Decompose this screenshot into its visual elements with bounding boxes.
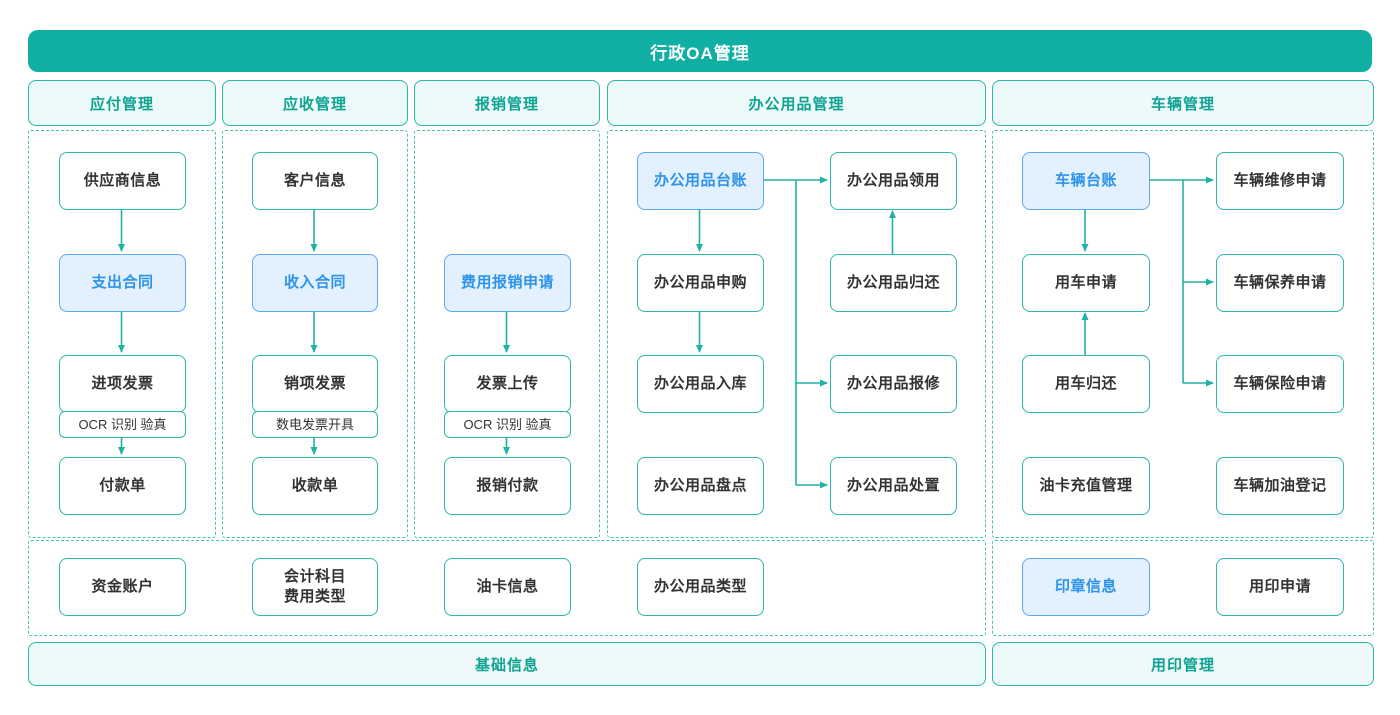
header-vehicle: 车辆管理 [992, 80, 1374, 126]
header-payable: 应付管理 [28, 80, 216, 126]
node-vehicle-maintenance-apply: 车辆维修申请 [1216, 152, 1344, 210]
diagram-title: 行政OA管理 [28, 30, 1372, 72]
banner-seal-management: 用印管理 [992, 642, 1374, 686]
node-fuel-card-info: 油卡信息 [444, 558, 571, 616]
node-supply-ledger: 办公用品台账 [637, 152, 764, 210]
node-vehicle-use-return: 用车归还 [1022, 355, 1150, 413]
node-fuel-card-recharge: 油卡充值管理 [1022, 457, 1150, 515]
node-fund-account: 资金账户 [59, 558, 186, 616]
node-input-invoice: 进项发票 [59, 355, 186, 413]
node-vehicle-use-apply: 用车申请 [1022, 254, 1150, 312]
container-reimbursement [414, 130, 600, 538]
header-receivable: 应收管理 [222, 80, 408, 126]
node-supply-inbound: 办公用品入库 [637, 355, 764, 413]
node-input-invoice-ocr: OCR 识别 验真 [59, 411, 186, 438]
container-vehicle [992, 130, 1374, 538]
node-payment-order: 付款单 [59, 457, 186, 515]
node-seal-apply: 用印申请 [1216, 558, 1344, 616]
node-expense-contract: 支出合同 [59, 254, 186, 312]
node-vehicle-refuel-register: 车辆加油登记 [1216, 457, 1344, 515]
node-vehicle-ledger: 车辆台账 [1022, 152, 1150, 210]
node-customer-info: 客户信息 [252, 152, 378, 210]
container-payable [28, 130, 216, 538]
node-income-contract: 收入合同 [252, 254, 378, 312]
node-supply-return: 办公用品归还 [830, 254, 957, 312]
node-digital-invoice-issue: 数电发票开具 [252, 411, 378, 438]
header-reimbursement: 报销管理 [414, 80, 600, 126]
node-expense-claim-apply: 费用报销申请 [444, 254, 571, 312]
header-office-supplies: 办公用品管理 [607, 80, 986, 126]
node-supply-repair: 办公用品报修 [830, 355, 957, 413]
node-supply-disposal: 办公用品处置 [830, 457, 957, 515]
node-vehicle-upkeep-apply: 车辆保养申请 [1216, 254, 1344, 312]
container-seal [992, 540, 1374, 636]
container-receivable [222, 130, 408, 538]
node-invoice-upload: 发票上传 [444, 355, 571, 413]
container-office-supplies [607, 130, 986, 538]
node-supplier-info: 供应商信息 [59, 152, 186, 210]
node-supply-stocktake: 办公用品盘点 [637, 457, 764, 515]
node-office-supply-type: 办公用品类型 [637, 558, 764, 616]
node-output-invoice: 销项发票 [252, 355, 378, 413]
node-supply-requisition: 办公用品领用 [830, 152, 957, 210]
node-vehicle-insurance-apply: 车辆保险申请 [1216, 355, 1344, 413]
node-supply-purchase-apply: 办公用品申购 [637, 254, 764, 312]
node-invoice-upload-ocr: OCR 识别 验真 [444, 411, 571, 438]
node-accounting-subject-expense-type: 会计科目 费用类型 [252, 558, 378, 616]
node-reimburse-payment: 报销付款 [444, 457, 571, 515]
container-base-info [28, 540, 986, 636]
node-receipt-order: 收款单 [252, 457, 378, 515]
node-seal-info: 印章信息 [1022, 558, 1150, 616]
banner-base-info: 基础信息 [28, 642, 986, 686]
